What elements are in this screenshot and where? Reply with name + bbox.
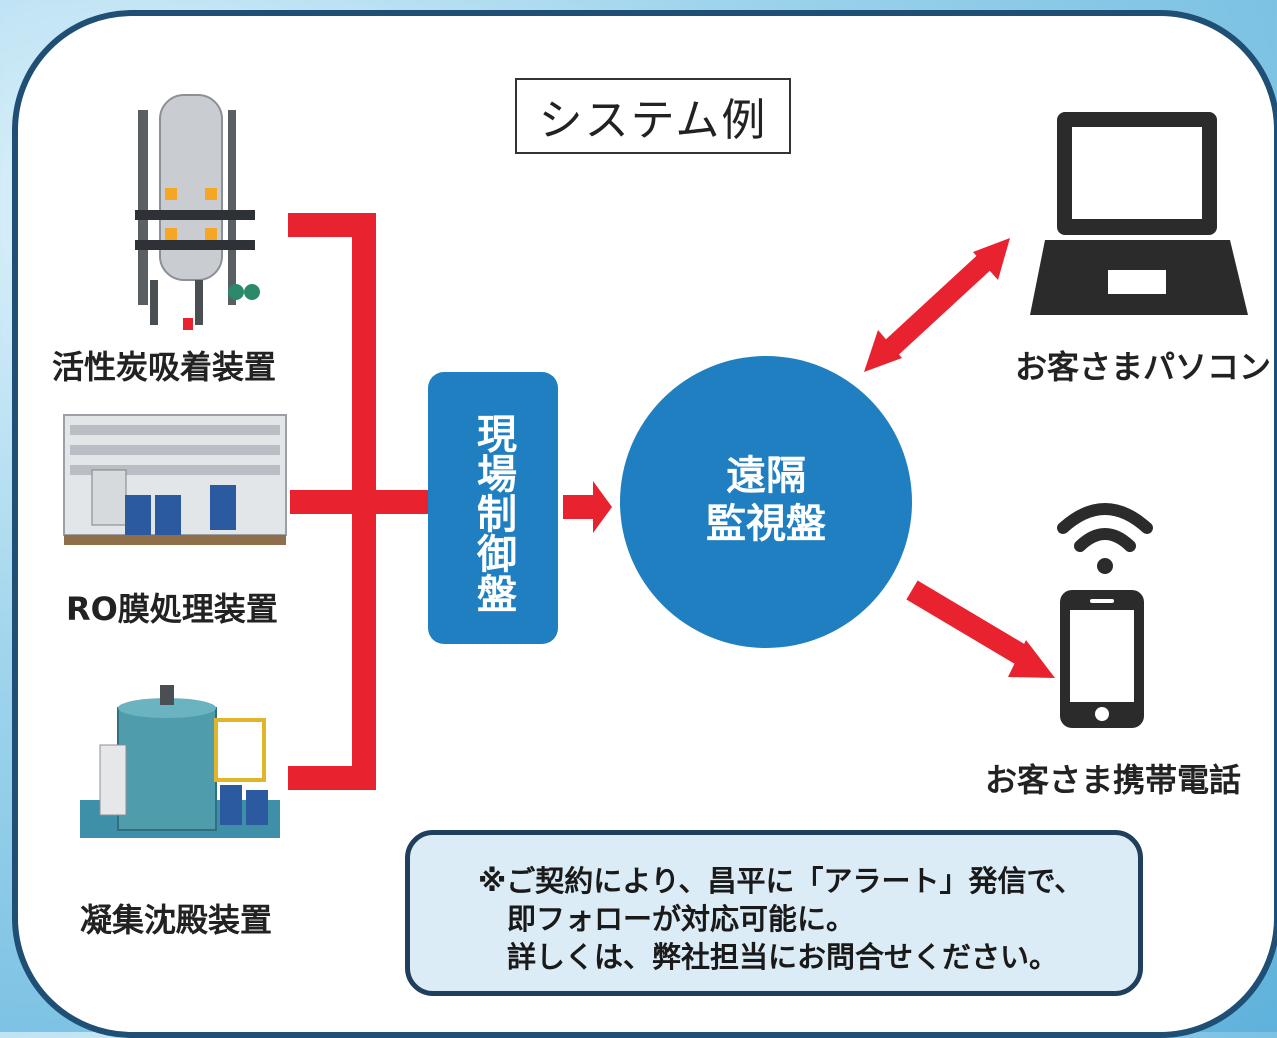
coagulation-unit-image <box>80 685 280 838</box>
note-line-2: 即フォローが対応可能に。 <box>507 902 856 936</box>
equipment-label-coagulation: 凝集沈殿装置 <box>80 901 273 939</box>
remote-monitor-line1: 遠隔 <box>726 453 806 499</box>
arrow-monitor-smartphone <box>906 580 1055 678</box>
customer-pc-label: お客さまパソコン <box>1015 348 1272 386</box>
equipment-label-ro-membrane: RO膜処理装置 <box>66 590 278 628</box>
remote-monitor-label: 遠隔 監視盤 <box>620 452 912 548</box>
arrow-monitor-laptop <box>864 238 1010 372</box>
note-box <box>405 830 1143 996</box>
diagram-title-text: システム例 <box>538 95 768 146</box>
laptop-icon <box>1030 112 1248 315</box>
remote-monitor-line2: 監視盤 <box>706 501 826 547</box>
bracket-connector <box>288 213 430 790</box>
note-line-3: 詳しくは、弊社担当にお問合せください。 <box>507 940 1059 974</box>
arrow-panel-to-monitor <box>563 481 612 533</box>
activated-carbon-unit-image <box>135 94 260 330</box>
onsite-control-panel: 現場制御盤 <box>428 372 558 644</box>
smartphone-icon <box>1060 590 1144 728</box>
wifi-icon <box>1057 503 1153 574</box>
equipment-label-activated-carbon: 活性炭吸着装置 <box>52 348 277 386</box>
diagram-title: システム例 <box>515 78 791 154</box>
customer-phone-label: お客さま携帯電話 <box>985 761 1242 799</box>
onsite-control-panel-label: 現場制御盤 <box>470 413 516 613</box>
note-line-1: ※ご契約により、昌平に「アラート」発信で、 <box>478 864 1084 898</box>
ro-membrane-unit-image <box>63 414 287 545</box>
remote-monitor-panel: 遠隔 監視盤 <box>620 356 912 648</box>
